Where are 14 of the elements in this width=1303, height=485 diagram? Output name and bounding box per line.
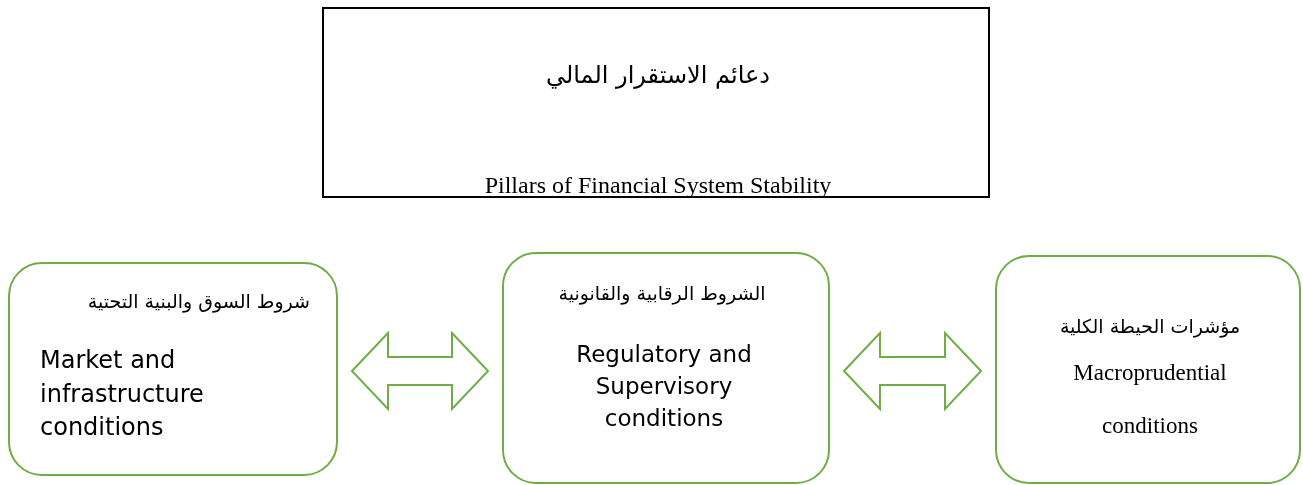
arabic-label: الشروط الرقابية والقانونية: [557, 282, 767, 305]
arabic-label: مؤشرات الحيطة الكلية: [1058, 315, 1242, 338]
title-box: [322, 7, 990, 198]
english-label: Pillars of Financial System Stability: [483, 171, 833, 200]
english-label: Regulatory and Supervisory conditions: [575, 340, 753, 434]
pillar-box: [8, 262, 338, 476]
pillar-box: [995, 255, 1301, 484]
double-arrow: [842, 330, 983, 412]
pillar-box: [502, 252, 830, 484]
arabic-label: شروط السوق والبنية التحتية: [86, 290, 310, 313]
english-label: Macroprudential conditions: [1072, 359, 1228, 440]
english-label: Market and infrastructure conditions: [40, 345, 205, 444]
double-arrow: [350, 330, 490, 412]
arabic-label: دعائم الاستقرار المالي: [544, 61, 772, 90]
